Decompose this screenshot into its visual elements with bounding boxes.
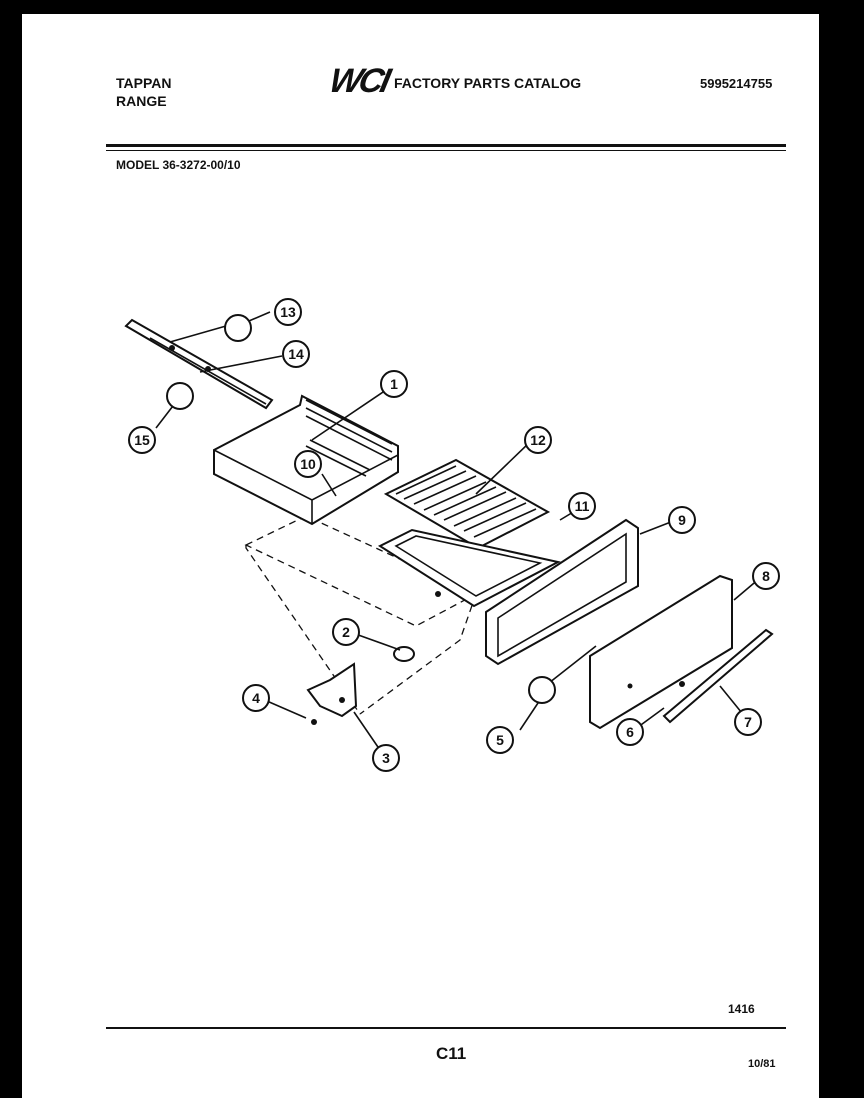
trim-strip bbox=[662, 628, 774, 724]
svg-text:1: 1 bbox=[390, 376, 398, 392]
catalog-title: FACTORY PARTS CATALOG bbox=[394, 75, 582, 91]
callout-15-washer bbox=[166, 382, 194, 410]
svg-text:8: 8 bbox=[762, 568, 770, 584]
callout-13-washer bbox=[224, 314, 252, 342]
header-rule-bottom bbox=[106, 150, 786, 151]
callout-4: 4 bbox=[242, 684, 270, 712]
svg-text:15: 15 bbox=[134, 432, 150, 448]
diagram-code: 1416 bbox=[728, 1002, 755, 1016]
header-rule-top bbox=[106, 144, 786, 147]
callout-15: 15 bbox=[128, 426, 156, 454]
svg-text:5: 5 bbox=[496, 732, 504, 748]
svg-text:10: 10 bbox=[300, 456, 316, 472]
dashed-guide-lines bbox=[245, 545, 477, 715]
callout-12: 12 bbox=[524, 426, 552, 454]
catalog-number: 5995214755 bbox=[700, 76, 773, 91]
broiler-grid-bars bbox=[395, 465, 537, 538]
svg-text:3: 3 bbox=[382, 750, 390, 766]
broiler-pan-inner bbox=[394, 535, 543, 597]
catalog-date: 10/81 bbox=[748, 1058, 776, 1070]
callout-13: 13 bbox=[274, 298, 302, 326]
brand-line-2: RANGE bbox=[116, 93, 167, 109]
svg-text:7: 7 bbox=[744, 714, 752, 730]
screw-4 bbox=[311, 719, 317, 725]
callout-3: 3 bbox=[372, 744, 400, 772]
bracket bbox=[306, 662, 358, 718]
drawer-panel bbox=[589, 574, 733, 730]
broiler-pan bbox=[377, 528, 561, 608]
bracket-hole bbox=[339, 697, 345, 703]
svg-text:2: 2 bbox=[342, 624, 350, 640]
screw-6 bbox=[679, 681, 685, 687]
drawer-front-inner bbox=[497, 532, 627, 658]
callout-9: 9 bbox=[668, 506, 696, 534]
callout-11: 11 bbox=[568, 492, 596, 520]
callout-7: 7 bbox=[734, 708, 762, 736]
model-number: MODEL 36-3272-00/10 bbox=[116, 158, 241, 172]
svg-text:6: 6 bbox=[626, 724, 634, 740]
pan-screw bbox=[435, 591, 441, 597]
broiler-grid bbox=[383, 458, 551, 550]
drawer-front-frame bbox=[485, 518, 639, 666]
rail-hole bbox=[169, 345, 175, 351]
broiler-drawer-slots bbox=[305, 399, 393, 461]
broiler-drawer-ribs bbox=[305, 439, 371, 477]
svg-text:14: 14 bbox=[288, 346, 304, 362]
callout-14: 14 bbox=[282, 340, 310, 368]
footer-rule bbox=[106, 1027, 786, 1029]
svg-text:9: 9 bbox=[678, 512, 686, 528]
callout-8: 8 bbox=[752, 562, 780, 590]
svg-text:11: 11 bbox=[575, 498, 590, 514]
svg-text:4: 4 bbox=[252, 690, 260, 706]
svg-text:13: 13 bbox=[280, 304, 296, 320]
brand-line-1: TAPPAN bbox=[116, 75, 172, 91]
page-code: C11 bbox=[436, 1044, 467, 1063]
callout-6: 6 bbox=[616, 718, 644, 746]
svg-text:12: 12 bbox=[530, 432, 546, 448]
callout-10: 10 bbox=[294, 450, 322, 478]
panel-hole bbox=[627, 683, 633, 689]
callout-1: 1 bbox=[380, 370, 408, 398]
callout-2: 2 bbox=[332, 618, 360, 646]
part-2-knob bbox=[393, 646, 415, 662]
callout-5: 5 bbox=[486, 726, 514, 754]
callout-5-screw bbox=[528, 676, 556, 704]
